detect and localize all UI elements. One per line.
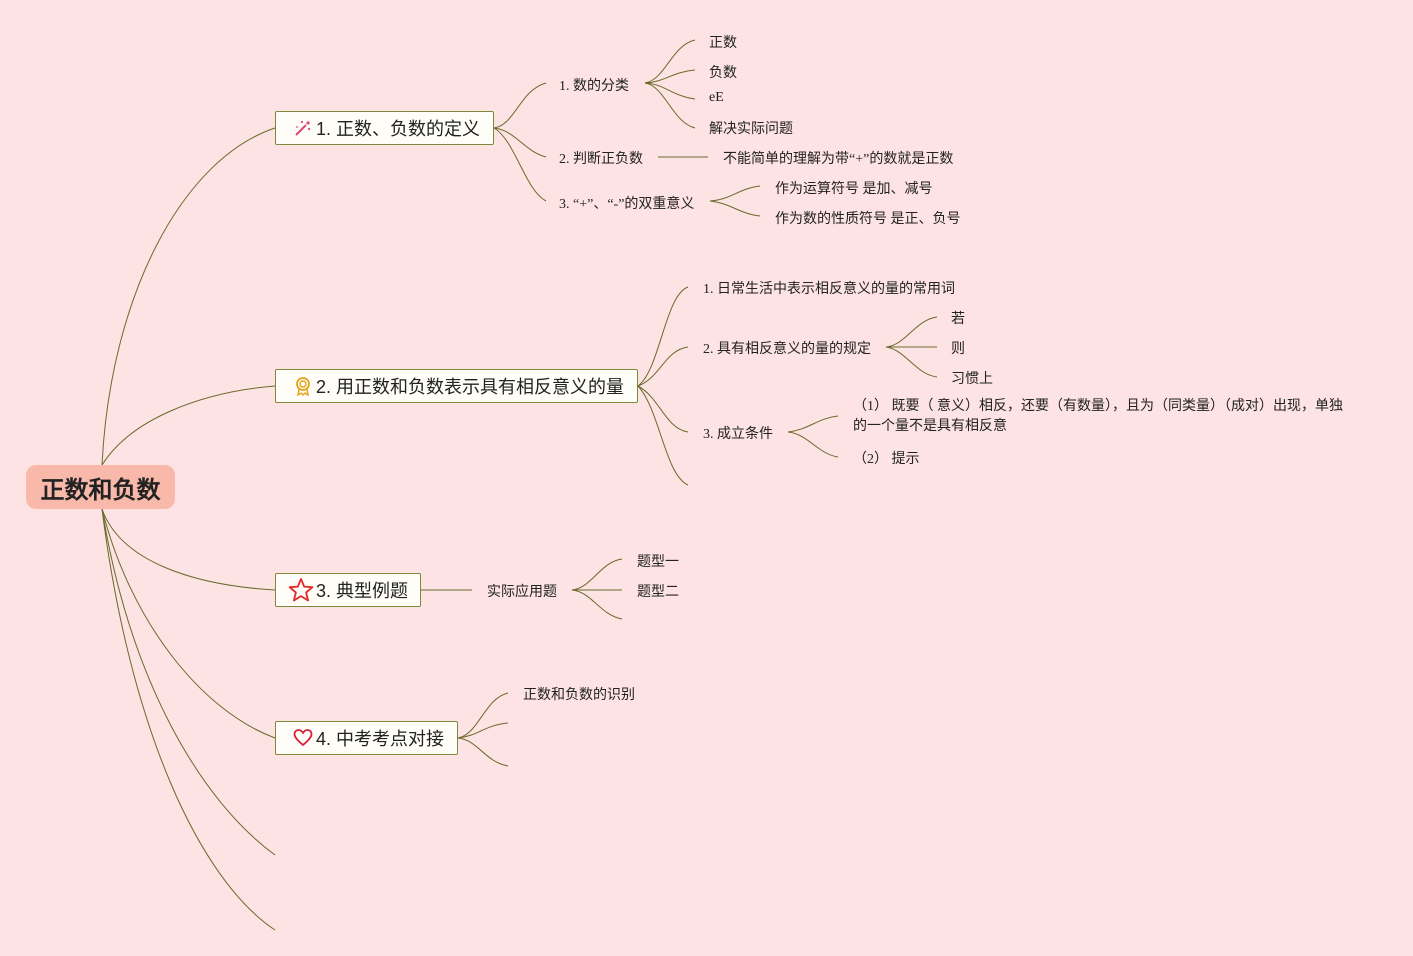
subtopic-dual-meaning[interactable]: 3. “+”、“-”的双重意义 (559, 197, 695, 212)
leaf-operation-sign[interactable]: 作为运算符号 是加、减号 (775, 182, 933, 197)
leaf-problem-type-2[interactable]: 题型二 (637, 585, 679, 600)
branch-examples-node[interactable]: 3. 典型例题 (275, 573, 421, 607)
leaf-property-sign[interactable]: 作为数的性质符号 是正、负号 (775, 212, 961, 227)
leaf-not-simply-plus-sign[interactable]: 不能简单的理解为带“+”的数就是正数 (723, 152, 954, 167)
subtopic-common-words[interactable]: 1. 日常生活中表示相反意义的量的常用词 (703, 282, 955, 297)
leaf-positive-number[interactable]: 正数 (709, 36, 737, 51)
branch-exam-points-label: 4. 中考考点对接 (316, 729, 445, 749)
subtopic-identify-signs[interactable]: 正数和负数的识别 (523, 688, 635, 703)
star-icon (288, 577, 314, 603)
subtopic-judge-sign[interactable]: 2. 判断正负数 (559, 152, 643, 167)
branch-opposite-quantity-label: 2. 用正数和负数表示具有相反意义的量 (316, 377, 625, 397)
subtopic-conditions[interactable]: 3. 成立条件 (703, 427, 773, 442)
subtopic-rules[interactable]: 2. 具有相反意义的量的规定 (703, 342, 871, 357)
award-ribbon-icon (292, 375, 314, 397)
leaf-solve-practical-problems[interactable]: 解决实际问题 (709, 122, 793, 137)
leaf-condition-2[interactable]: （2） 提示 (853, 452, 920, 467)
branch-opposite-quantity-node[interactable]: 2. 用正数和负数表示具有相反意义的量 (275, 369, 638, 403)
branch-examples-label: 3. 典型例题 (316, 581, 409, 601)
heart-icon (292, 727, 314, 749)
leaf-negative-number[interactable]: 负数 (709, 66, 737, 81)
leaf-ee[interactable]: eE (709, 90, 724, 105)
leaf-convention[interactable]: 习惯上 (951, 372, 993, 387)
branch-definition-node[interactable]: 1. 正数、负数的定义 (275, 111, 494, 145)
subtopic-number-classification[interactable]: 1. 数的分类 (559, 79, 629, 94)
subtopic-practical-problems[interactable]: 实际应用题 (487, 585, 557, 600)
branch-exam-points-node[interactable]: 4. 中考考点对接 (275, 721, 458, 755)
leaf-problem-type-1[interactable]: 题型一 (637, 555, 679, 570)
root-topic[interactable]: 正数和负数 (26, 465, 175, 509)
sparkle-wand-icon (292, 117, 314, 139)
leaf-if[interactable]: 若 (951, 312, 965, 327)
leaf-condition-1[interactable]: （1） 既要（ 意义）相反，还要（有数量），且为（同类量）（成对）出现，单独的一… (853, 399, 1343, 434)
leaf-then[interactable]: 则 (951, 342, 965, 357)
branch-definition-label: 1. 正数、负数的定义 (316, 119, 481, 139)
